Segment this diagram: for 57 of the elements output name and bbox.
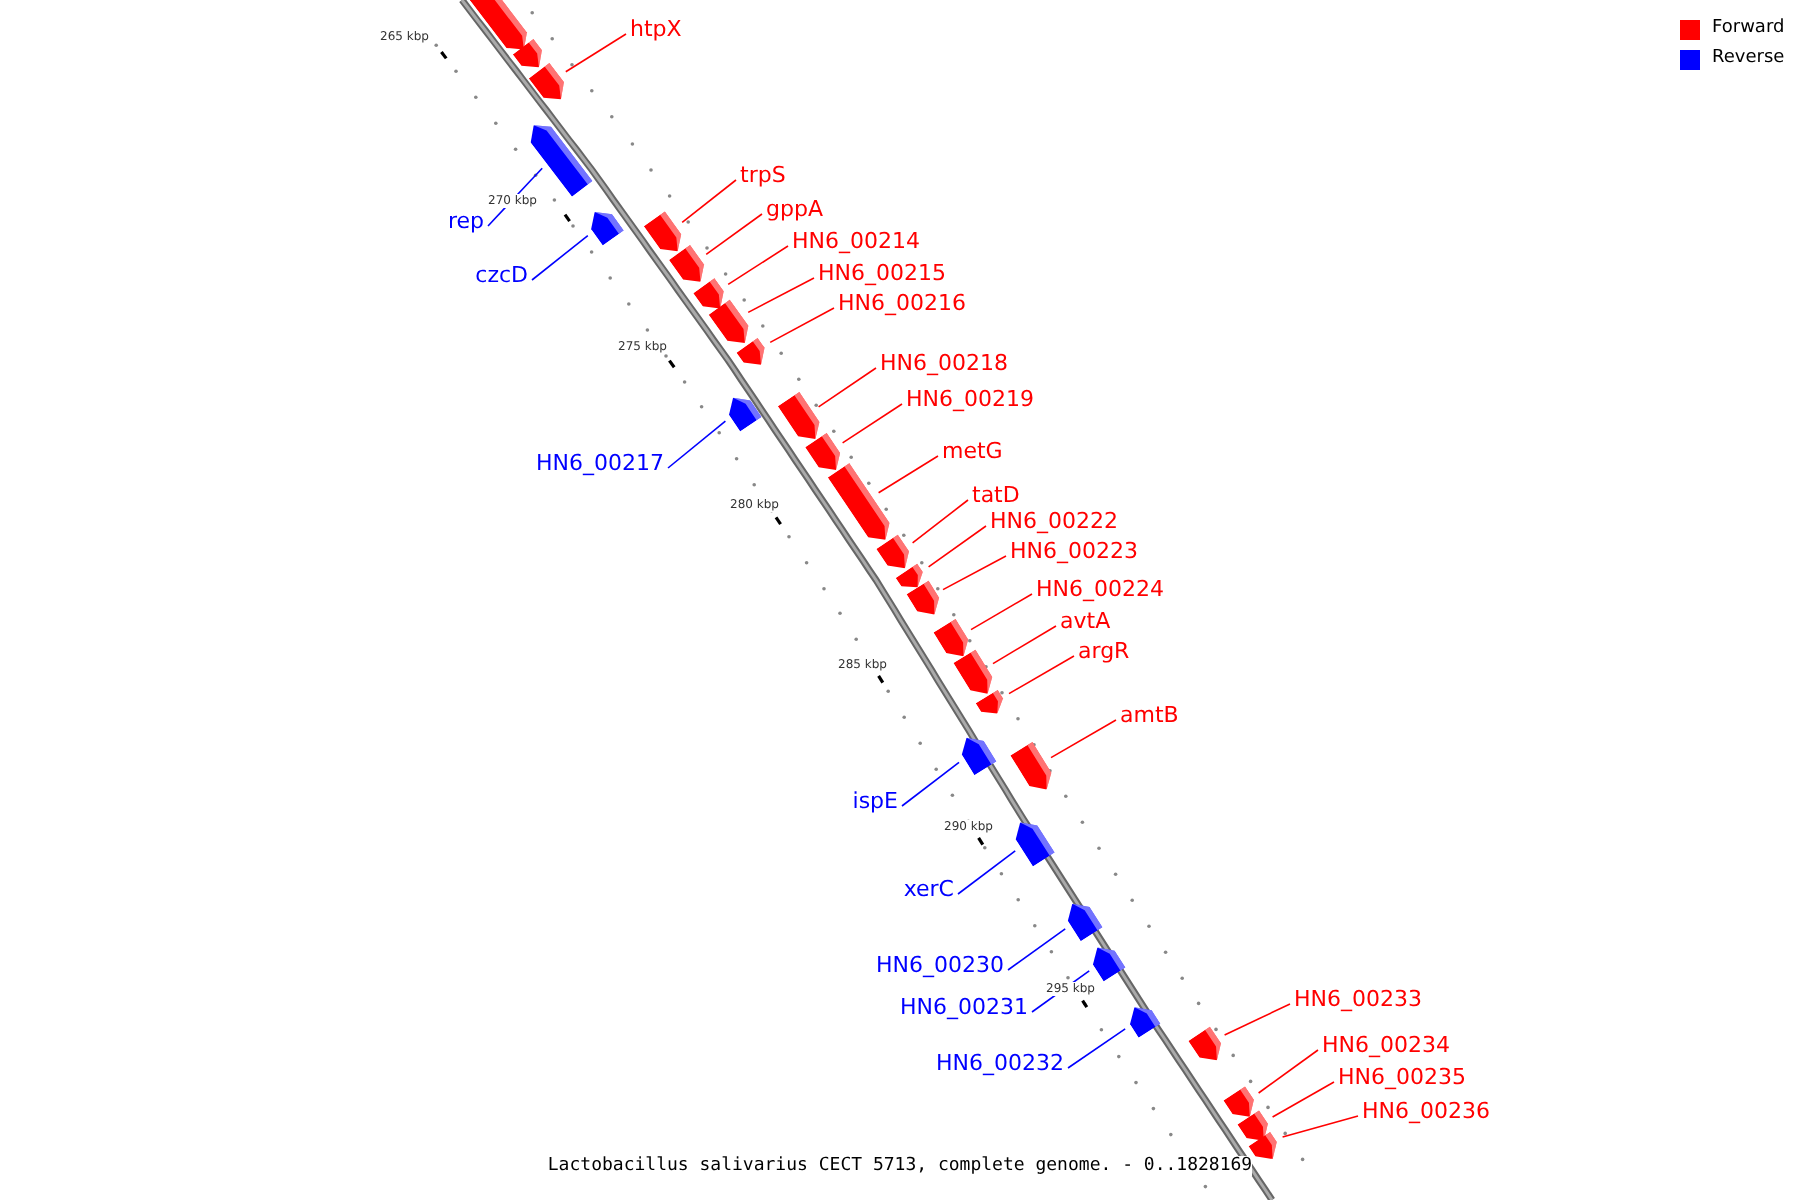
leader-line [841, 403, 903, 444]
leader-line [992, 625, 1057, 665]
gene-label: HN6_00232 [936, 1050, 1064, 1076]
leader-line [1050, 719, 1117, 759]
gene-label: HN6_00219 [906, 386, 1034, 412]
leader-line [1281, 1115, 1359, 1138]
gene-label: tatD [972, 482, 1020, 508]
gene-label: xerC [903, 876, 954, 902]
leader-line [727, 245, 789, 286]
leader-line [911, 499, 969, 544]
leader-line [927, 525, 987, 568]
leader-line [970, 593, 1033, 631]
gene-label: htpX [630, 16, 682, 42]
gene-label: HN6_00217 [536, 450, 664, 476]
gene-label: HN6_00218 [880, 350, 1008, 376]
gene-label: avtA [1060, 608, 1111, 634]
gene-label: HN6_00235 [1338, 1064, 1466, 1090]
leader-line [1257, 1049, 1319, 1094]
leader-line [531, 234, 589, 281]
leader-line [1008, 655, 1075, 695]
leader-line [769, 307, 835, 344]
leader-line [957, 850, 1016, 895]
legend-label: Reverse [1712, 48, 1785, 70]
gene-label: HN6_00223 [1010, 538, 1138, 564]
gene-label: HN6_00222 [990, 508, 1118, 534]
leader-line [901, 761, 960, 807]
gene-label: HN6_00216 [838, 290, 966, 316]
gene-label: gppA [766, 196, 823, 222]
legend-label: Forward [1712, 18, 1785, 40]
leader-line [667, 420, 727, 469]
gene-label: HN6_00233 [1294, 986, 1422, 1012]
gene-label: amtB [1120, 702, 1179, 728]
gene-label: HN6_00234 [1322, 1032, 1450, 1058]
leader-line [817, 367, 877, 408]
gene-label: HN6_00214 [792, 228, 920, 254]
gene-label: HN6_00230 [876, 952, 1004, 978]
gene-label: argR [1078, 638, 1130, 664]
leader-line [705, 213, 763, 256]
leader-line [565, 33, 627, 73]
gene-label: czcD [475, 262, 528, 288]
leader-line [681, 179, 737, 224]
gene-label: HN6_00236 [1362, 1098, 1490, 1124]
leader-line [1271, 1081, 1335, 1118]
leader-line [877, 455, 939, 494]
gene-label: HN6_00231 [900, 994, 1028, 1020]
leader-line [942, 555, 1007, 591]
gene-label: HN6_00215 [818, 260, 946, 286]
gene-label: rep [447, 208, 484, 234]
gene-label: trpS [740, 162, 786, 188]
leader-line [1067, 1028, 1126, 1069]
leader-line [1007, 928, 1066, 971]
leader-line [1223, 1003, 1291, 1036]
gene-label: metG [942, 438, 1003, 464]
leader-line [747, 277, 815, 314]
caption: Lactobacillus salivarius CECT 5713, complete genome. - 0..1828169 [547, 1156, 1253, 1176]
gene-label: ispE [852, 788, 898, 814]
gene-label: HN6_00224 [1036, 576, 1164, 602]
